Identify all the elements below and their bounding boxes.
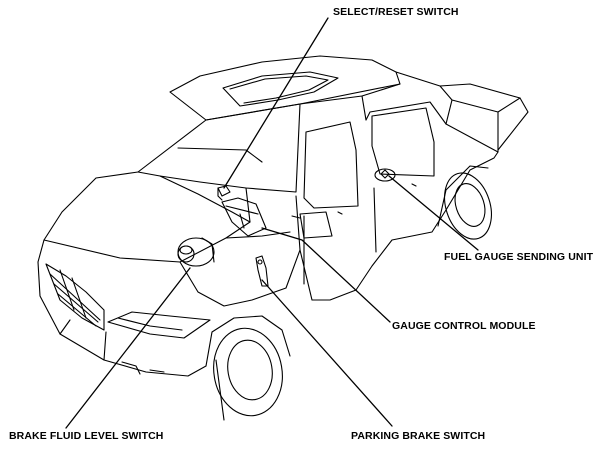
parking-brake-switch-label: PARKING BRAKE SWITCH (351, 430, 486, 442)
leader-brake-fluid (65, 267, 191, 429)
fuel-gauge-sending-unit-label: FUEL GAUGE SENDING UNIT (444, 251, 594, 263)
select-reset-switch-label: SELECT/RESET SWITCH (333, 6, 459, 18)
gauge-control-module-label: GAUGE CONTROL MODULE (392, 320, 536, 332)
gauge-control-module-icon (221, 197, 267, 237)
leader-fuel-gauge (388, 175, 479, 251)
fuel-gauge-sending-unit-icon (374, 168, 396, 182)
leader-gauge-control (261, 227, 391, 323)
truck-outline (37, 55, 529, 421)
leader-select-reset (223, 17, 329, 189)
parking-brake-switch-icon (255, 255, 269, 287)
brake-fluid-reservoir-icon (177, 237, 215, 267)
leader-lines (65, 17, 479, 429)
leader-parking-brake (261, 279, 393, 427)
brake-fluid-level-switch-label: BRAKE FLUID LEVEL SWITCH (9, 430, 164, 442)
select-reset-switch-icon (217, 185, 231, 201)
